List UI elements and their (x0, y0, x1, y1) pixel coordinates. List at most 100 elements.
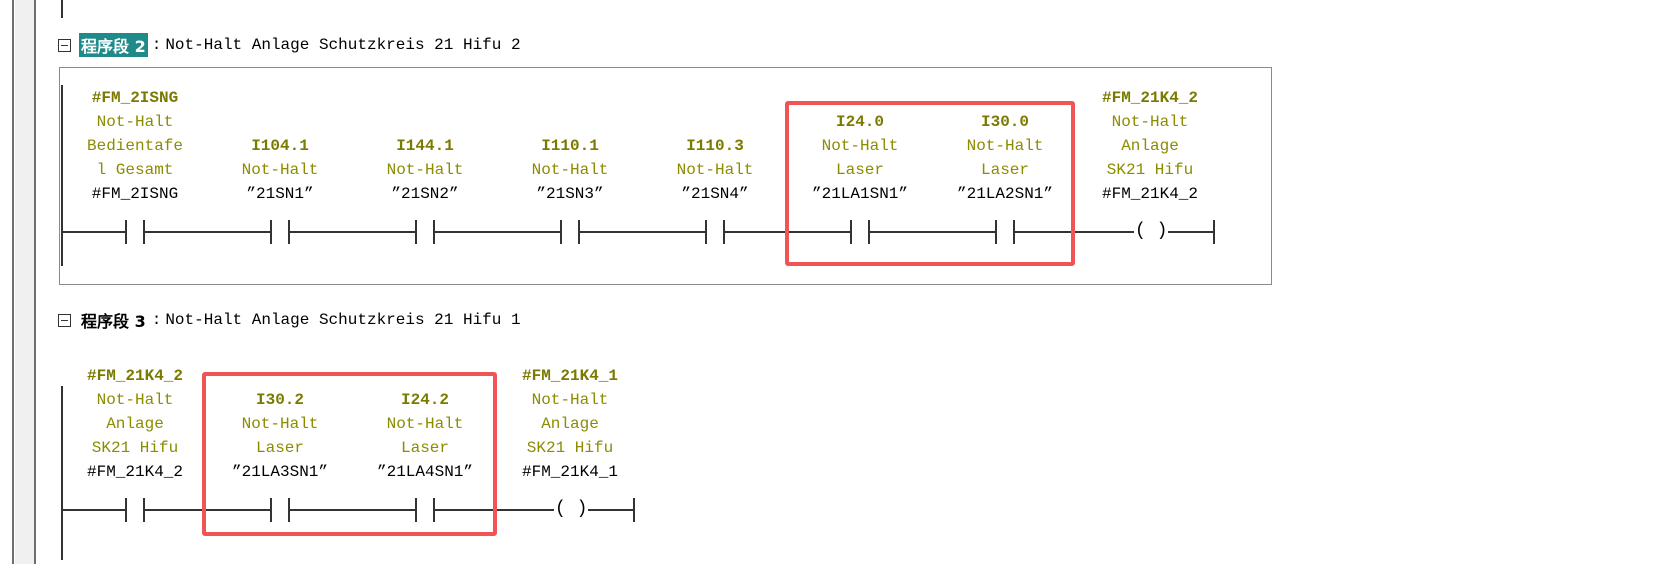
no-contact-icon[interactable] (409, 220, 441, 244)
operand-address: I24.2 (400, 391, 449, 409)
contact-bar-right (143, 498, 145, 522)
coil-icon[interactable]: ( ) (1134, 221, 1169, 241)
operand-symbol: ”21SN3” (536, 185, 604, 203)
network-title[interactable]: Not-Halt Anlage Schutzkreis 21 Hifu 2 (165, 36, 521, 54)
editor-border-left (34, 0, 36, 564)
operand-comment: SK21 Hifu (1106, 161, 1194, 179)
contact-gap (415, 509, 435, 511)
contact-bar-left (705, 220, 707, 244)
operand-comment: Not-Halt (386, 161, 464, 179)
contact-gap (270, 231, 290, 233)
network-separator: : (151, 311, 162, 329)
operand-symbol: ”21LA3SN1” (231, 463, 328, 481)
no-contact-icon[interactable] (119, 498, 151, 522)
operand-comment: Anlage (106, 415, 164, 433)
operand-comment: Bedientafe (86, 137, 183, 155)
operand-address: I30.0 (980, 113, 1029, 131)
operand-symbol: ”21SN2” (391, 185, 459, 203)
contact-bar-right (868, 220, 870, 244)
operand-symbol: ”21LA2SN1” (956, 185, 1053, 203)
contact-gap (560, 231, 580, 233)
operand-comment: Not-Halt (241, 161, 319, 179)
operand-symbol: #FM_21K4_2 (1101, 185, 1198, 203)
network-separator: : (151, 36, 162, 54)
operand-comment: l Gesamt (96, 161, 174, 179)
network-comment-frame (59, 67, 1272, 285)
contact-bar-right (578, 220, 580, 244)
no-contact-icon[interactable] (554, 220, 586, 244)
window-border-left (12, 0, 14, 564)
operand-comment: Laser (255, 439, 304, 457)
operand-comment: SK21 Hifu (91, 439, 179, 457)
operand-address: I110.1 (541, 137, 599, 155)
operand-comment: Laser (835, 161, 884, 179)
operand-comment: Not-Halt (96, 391, 174, 409)
operand-address: I30.2 (255, 391, 304, 409)
no-contact-icon[interactable] (119, 220, 151, 244)
no-contact-icon[interactable] (264, 498, 296, 522)
operand-address: #FM_21K4_1 (521, 367, 618, 385)
no-contact-icon[interactable] (409, 498, 441, 522)
contact-bar-left (560, 220, 562, 244)
rung-wire (61, 231, 1213, 233)
no-contact-icon[interactable] (844, 220, 876, 244)
operand-symbol: ”21SN1” (246, 185, 314, 203)
contact-bar-left (270, 498, 272, 522)
operand-comment: Not-Halt (531, 161, 609, 179)
network-label[interactable]: 程序段 3 (81, 312, 146, 331)
no-contact-icon[interactable] (989, 220, 1021, 244)
contact-gap (125, 231, 145, 233)
operand-address: I110.3 (686, 137, 744, 155)
editor-gutter (15, 0, 35, 564)
network-header[interactable]: 程序段 3:Not-Halt Anlage Schutzkreis 21 Hif… (58, 308, 521, 332)
operand-address: I144.1 (396, 137, 454, 155)
rung-end (633, 498, 635, 522)
operand-comment: Anlage (1121, 137, 1179, 155)
network-title[interactable]: Not-Halt Anlage Schutzkreis 21 Hifu 1 (165, 311, 521, 329)
network-header[interactable]: 程序段 2:Not-Halt Anlage Schutzkreis 21 Hif… (58, 33, 521, 57)
contact-bar-right (433, 498, 435, 522)
network-label[interactable]: 程序段 2 (79, 33, 148, 57)
operand-comment: SK21 Hifu (526, 439, 614, 457)
no-contact-icon[interactable] (699, 220, 731, 244)
contact-gap (850, 231, 870, 233)
operand-symbol: #FM_21K4_1 (521, 463, 618, 481)
operand-symbol: #FM_21K4_2 (86, 463, 183, 481)
contact-bar-right (723, 220, 725, 244)
contact-bar-right (288, 498, 290, 522)
power-rail-left (61, 85, 63, 266)
contact-bar-left (125, 220, 127, 244)
rung-end (1213, 220, 1215, 244)
operand-comment: Laser (980, 161, 1029, 179)
operand-symbol: #FM_2ISNG (91, 185, 179, 203)
contact-gap (415, 231, 435, 233)
operand-comment: Not-Halt (676, 161, 754, 179)
coil-icon[interactable]: ( ) (554, 499, 589, 519)
operand-comment: Not-Halt (531, 391, 609, 409)
highlight-box (202, 372, 497, 536)
operand-address: #FM_21K4_2 (1101, 89, 1198, 107)
operand-comment: Not-Halt (821, 137, 899, 155)
highlight-box (785, 101, 1075, 266)
no-contact-icon[interactable] (264, 220, 296, 244)
operand-comment: Not-Halt (386, 415, 464, 433)
contact-bar-left (850, 220, 852, 244)
collapse-icon[interactable] (58, 313, 71, 327)
contact-bar-right (288, 220, 290, 244)
collapse-icon[interactable] (58, 38, 71, 52)
contact-gap (270, 509, 290, 511)
contact-gap (125, 509, 145, 511)
operand-comment: Not-Halt (966, 137, 1044, 155)
contact-bar-left (995, 220, 997, 244)
contact-bar-left (415, 498, 417, 522)
